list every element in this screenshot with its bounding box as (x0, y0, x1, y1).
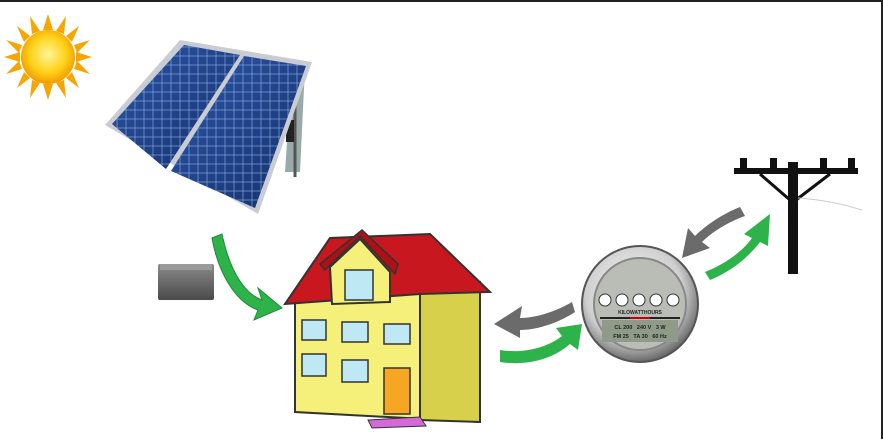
solar-panel-icon (105, 40, 312, 214)
meter-spec-line2: FM 25 TA 30 60 Hz (613, 334, 667, 340)
arrow-meter-to-pole (705, 214, 770, 280)
meter-spec-line1: CL 200 240 V 3 W (614, 325, 666, 331)
utility-pole-icon (734, 158, 863, 274)
arrow-panel-to-house (211, 233, 283, 321)
arrow-house-to-meter (500, 324, 582, 364)
battery-icon (158, 264, 214, 300)
arrow-pole-to-meter (682, 207, 745, 258)
arrow-meter-to-house (494, 302, 575, 338)
electric-meter-icon: KILOWATTHOURS CL 200 240 V 3 W FM 25 TA … (581, 245, 699, 363)
meter-label: KILOWATTHOURS (618, 310, 662, 316)
house-icon (283, 229, 493, 429)
sun-icon (4, 14, 92, 100)
